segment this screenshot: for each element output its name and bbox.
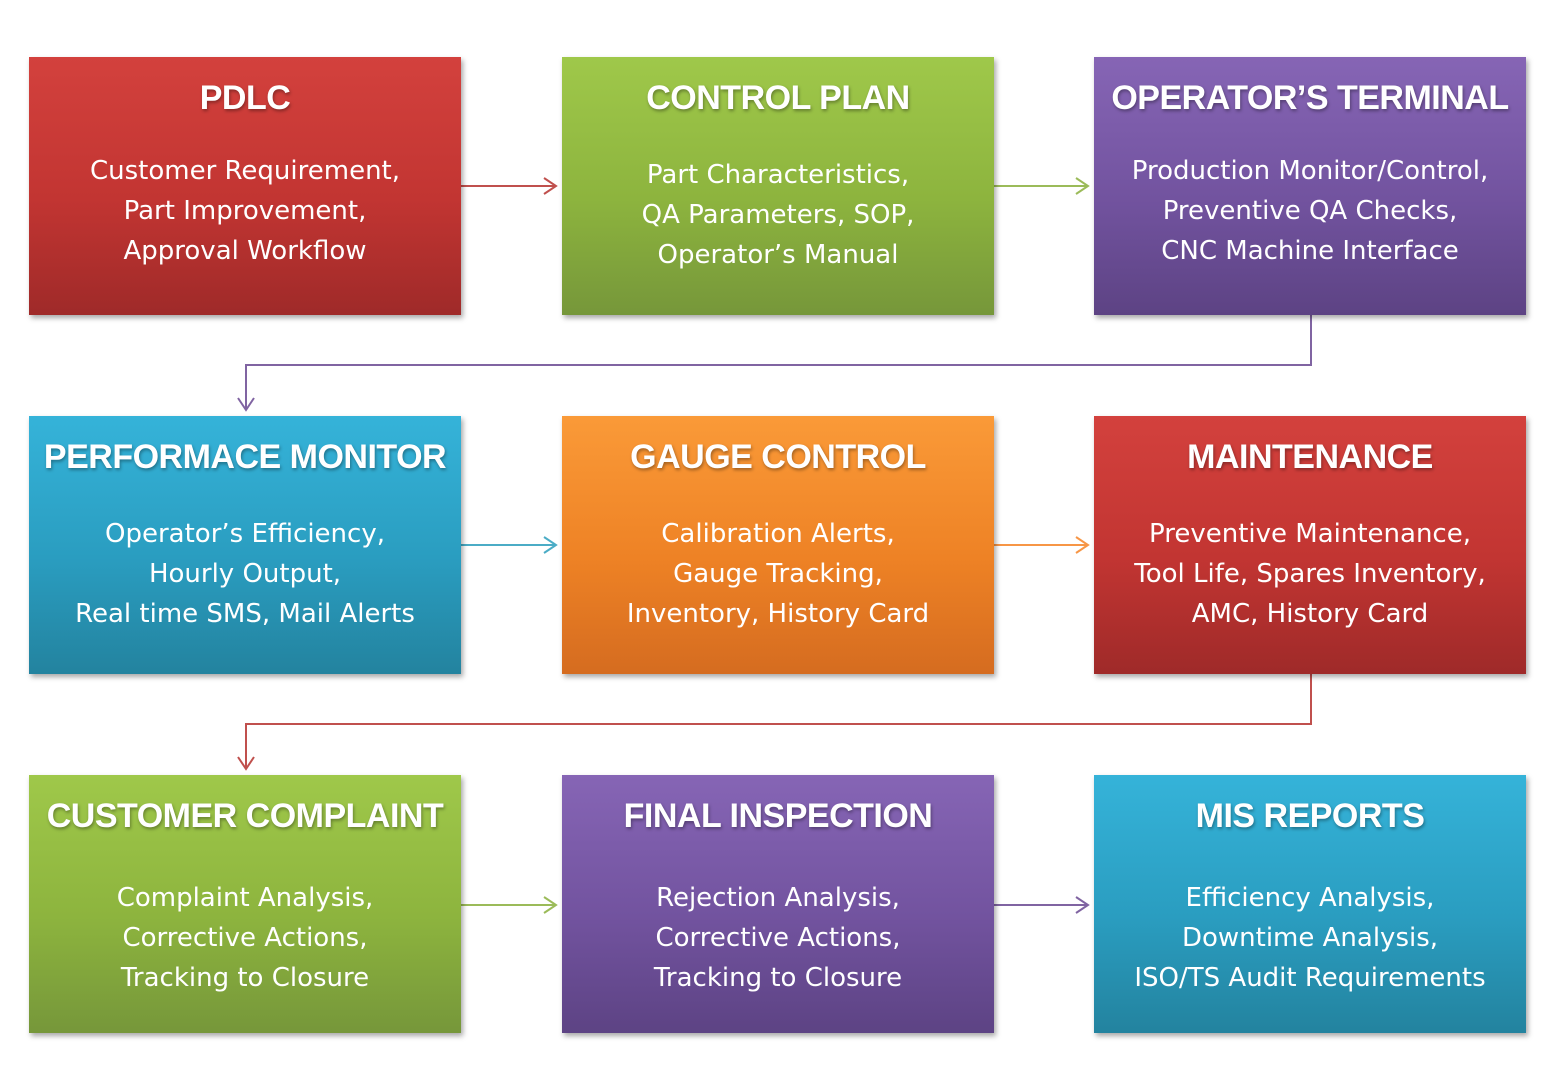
box-final-inspection: FINAL INSPECTION Rejection Analysis, Cor… bbox=[562, 775, 994, 1033]
box-line: ISO/TS Audit Requirements bbox=[1134, 963, 1486, 993]
arrow-head-icon bbox=[1075, 177, 1090, 195]
box-line: Tool Life, Spares Inventory, bbox=[1134, 559, 1486, 589]
box-line: Part Improvement, bbox=[123, 196, 367, 226]
box-performace-monitor: PERFORMACE MONITOR Operator’s Efficiency… bbox=[29, 416, 461, 674]
arrow-head-icon bbox=[543, 536, 558, 554]
box-line: Operator’s Efficiency, bbox=[105, 519, 385, 549]
box-description: Complaint Analysis, Corrective Actions, … bbox=[29, 878, 461, 998]
box-line: Calibration Alerts, bbox=[661, 519, 895, 549]
box-line: Approval Workflow bbox=[123, 236, 367, 266]
arrow-head-icon bbox=[1075, 896, 1090, 914]
box-line: Downtime Analysis, bbox=[1181, 923, 1439, 953]
box-description: Part Characteristics, QA Parameters, SOP… bbox=[562, 155, 994, 275]
box-pdlc: PDLC Customer Requirement, Part Improvem… bbox=[29, 57, 461, 315]
box-description: Efficiency Analysis, Downtime Analysis, … bbox=[1094, 878, 1526, 998]
box-line: Corrective Actions, bbox=[655, 923, 901, 953]
box-operators-terminal: OPERATOR’S TERMINAL Production Monitor/C… bbox=[1094, 57, 1526, 315]
box-title: OPERATOR’S TERMINAL bbox=[1111, 79, 1509, 117]
box-line: Customer Requirement, bbox=[89, 156, 401, 186]
flow-arrow-elbow bbox=[245, 315, 1312, 410]
box-title: MIS REPORTS bbox=[1195, 797, 1425, 835]
arrow-head-icon bbox=[1075, 536, 1090, 554]
box-line: Real time SMS, Mail Alerts bbox=[75, 599, 415, 629]
box-line: QA Parameters, SOP, bbox=[641, 200, 915, 230]
box-mis-reports: MIS REPORTS Efficiency Analysis, Downtim… bbox=[1094, 775, 1526, 1033]
box-maintenance: MAINTENANCE Preventive Maintenance, Tool… bbox=[1094, 416, 1526, 674]
arrow-head-icon bbox=[237, 397, 255, 412]
box-description: Operator’s Efficiency, Hourly Output, Re… bbox=[29, 514, 461, 634]
box-line: Rejection Analysis, bbox=[656, 883, 900, 913]
box-description: Rejection Analysis, Corrective Actions, … bbox=[562, 878, 994, 998]
flow-arrow-elbow bbox=[245, 674, 1312, 769]
box-description: Customer Requirement, Part Improvement, … bbox=[29, 151, 461, 271]
box-line: Inventory, History Card bbox=[626, 599, 930, 629]
box-line: Complaint Analysis, bbox=[116, 883, 374, 913]
box-title: PERFORMACE MONITOR bbox=[43, 438, 447, 476]
box-line: CNC Machine Interface bbox=[1161, 236, 1459, 266]
box-title: PDLC bbox=[199, 79, 291, 117]
box-description: Preventive Maintenance, Tool Life, Spare… bbox=[1094, 514, 1526, 634]
arrow-head-icon bbox=[543, 177, 558, 195]
box-title: CONTROL PLAN bbox=[646, 79, 910, 117]
box-line: Efficiency Analysis, bbox=[1185, 883, 1435, 913]
box-description: Calibration Alerts, Gauge Tracking, Inve… bbox=[562, 514, 994, 634]
box-line: Production Monitor/Control, bbox=[1131, 156, 1489, 186]
box-line: Tracking to Closure bbox=[653, 963, 903, 993]
box-line: Preventive Maintenance, bbox=[1149, 519, 1471, 549]
box-gauge-control: GAUGE CONTROL Calibration Alerts, Gauge … bbox=[562, 416, 994, 674]
box-line: Tracking to Closure bbox=[120, 963, 370, 993]
box-customer-complaint: CUSTOMER COMPLAINT Complaint Analysis, C… bbox=[29, 775, 461, 1033]
box-description: Production Monitor/Control, Preventive Q… bbox=[1094, 151, 1526, 271]
box-line: Preventive QA Checks, bbox=[1162, 196, 1458, 226]
box-line: Part Characteristics, bbox=[646, 160, 910, 190]
box-line: Operator’s Manual bbox=[657, 240, 899, 270]
arrow-head-icon bbox=[543, 896, 558, 914]
box-title: GAUGE CONTROL bbox=[630, 438, 926, 476]
box-title: CUSTOMER COMPLAINT bbox=[46, 797, 444, 835]
arrow-head-icon bbox=[237, 756, 255, 771]
box-line: AMC, History Card bbox=[1191, 599, 1429, 629]
box-line: Gauge Tracking, bbox=[673, 559, 883, 589]
box-line: Corrective Actions, bbox=[122, 923, 368, 953]
box-line: Hourly Output, bbox=[148, 559, 342, 589]
box-control-plan: CONTROL PLAN Part Characteristics, QA Pa… bbox=[562, 57, 994, 315]
box-title: MAINTENANCE bbox=[1187, 438, 1433, 476]
box-title: FINAL INSPECTION bbox=[623, 797, 933, 835]
